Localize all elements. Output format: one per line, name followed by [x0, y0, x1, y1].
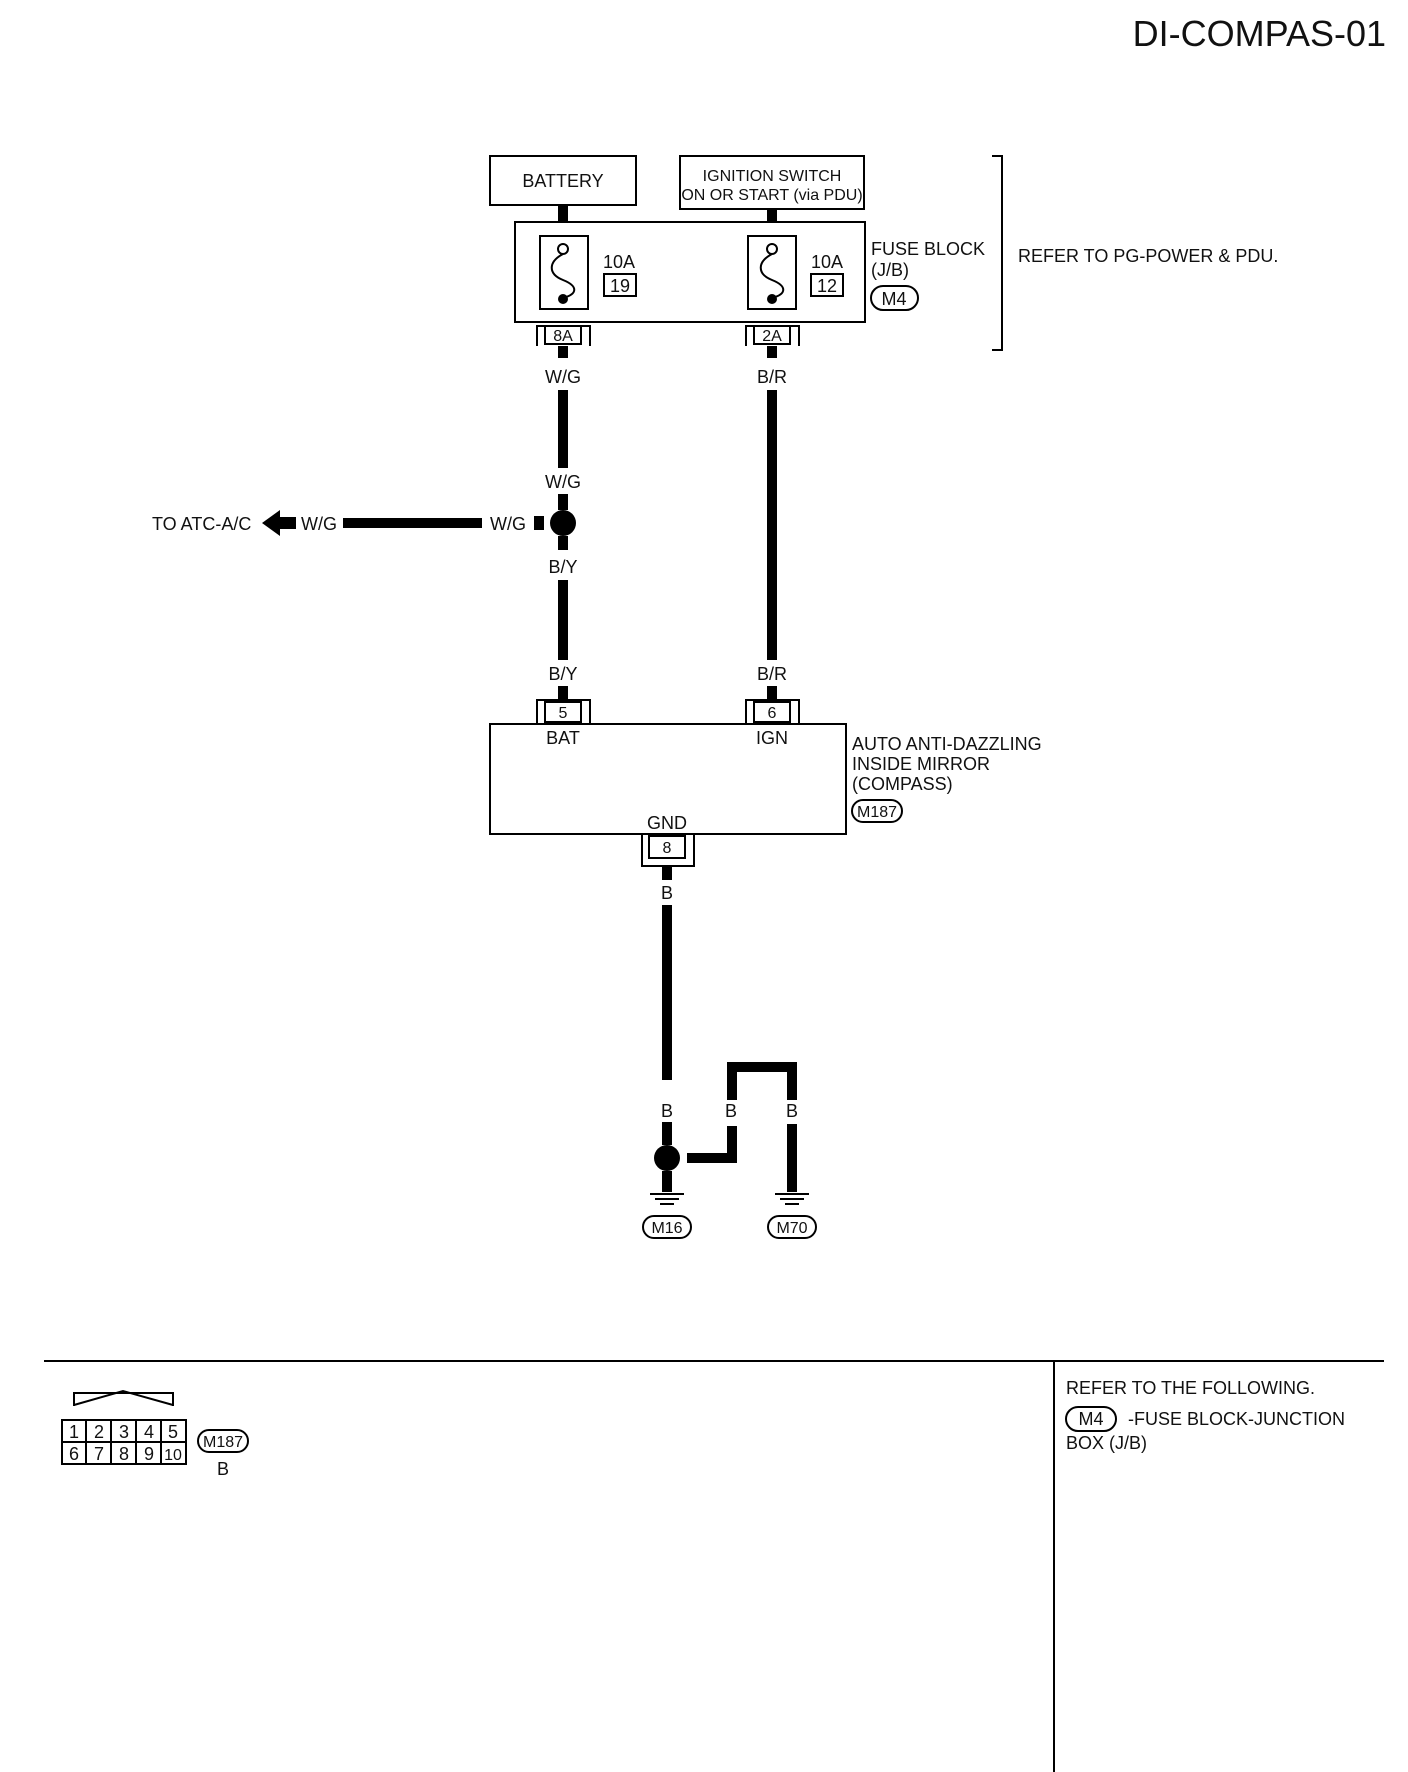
fuse-12-element [759, 253, 785, 299]
reference-m4-badge [1065, 1406, 1117, 1432]
wire-wg-branch-stub [534, 516, 544, 530]
pin-5-box [544, 701, 582, 723]
mirror-label-line1: AUTO ANTI-DAZZLING [852, 734, 1042, 754]
connector-pin-8: 8 [119, 1444, 129, 1464]
wire-b-splice-link [687, 1126, 737, 1163]
fuse-12-top-node [766, 243, 778, 255]
pin-5-bracket [536, 699, 591, 724]
fuse-block-connector: M4 [881, 289, 906, 309]
connector-view-badge [197, 1429, 249, 1453]
ignition-switch-box [679, 155, 865, 210]
m187-connector-badge [851, 799, 903, 823]
mirror-connector: M187 [857, 804, 897, 821]
ground-m16-icon [650, 1193, 684, 1205]
fuse-19-element [550, 253, 576, 299]
page-title: DI-COMPAS-01 [1133, 13, 1386, 54]
connector-pin-7: 7 [94, 1444, 104, 1464]
connector-pin-5: 5 [168, 1422, 178, 1442]
connector-view-id: M187 [203, 1434, 243, 1451]
fuse-12-number-box [810, 273, 844, 297]
reference-desc-line1: -FUSE BLOCK-JUNCTION [1128, 1409, 1345, 1429]
wire-color-b-3: B [725, 1101, 737, 1121]
wire-color-b-1: B [661, 883, 673, 903]
fuse-19-bottom-node [558, 294, 568, 304]
connector-m187-face [61, 1389, 187, 1465]
pin-8-name: GND [647, 813, 687, 833]
ignition-label-line2: ON OR START (via PDU) [681, 187, 862, 204]
connector-pin-10: 10 [164, 1447, 182, 1464]
fuse-12-bottom-node [767, 294, 777, 304]
wire-color-br-2: B/R [757, 664, 787, 684]
battery-box [489, 155, 637, 206]
m4-connector-badge [870, 285, 919, 311]
pin-8-box [648, 835, 686, 859]
wire-color-by-2: B/Y [548, 664, 577, 684]
pin-5-number: 5 [559, 705, 568, 722]
fuse-12-amps: 10A [811, 252, 843, 272]
mirror-unit [489, 723, 847, 835]
ground-m70-icon [775, 1193, 809, 1205]
fuse-19-amps: 10A [603, 252, 635, 272]
terminal-2a-box [753, 325, 791, 345]
pin-6-box [753, 701, 791, 723]
terminal-8a-box [544, 325, 582, 345]
fuse-19-number-box [603, 273, 637, 297]
wire-color-b-4: B [786, 1101, 798, 1121]
connector-pin-1: 1 [69, 1422, 79, 1442]
connector-pin-4: 4 [144, 1422, 154, 1442]
power-bracket [992, 155, 1003, 351]
fuse-19-top-node [557, 243, 569, 255]
reference-desc-line2: BOX (J/B) [1066, 1433, 1147, 1453]
wire-color-wg-3: W/G [490, 514, 526, 534]
terminal-2a: 2A [762, 328, 782, 345]
splice-junction [550, 510, 576, 536]
atc-arrow-icon [262, 510, 296, 536]
wire-color-b-2: B [661, 1101, 673, 1121]
pin-8-number: 8 [663, 840, 672, 857]
connector-pin-9: 9 [144, 1444, 154, 1464]
connector-pin-6: 6 [69, 1444, 79, 1464]
pin-6-number: 6 [768, 705, 777, 722]
ground-m70-label: M70 [776, 1220, 807, 1237]
terminal-8a: 8A [553, 328, 573, 345]
wire-color-by-1: B/Y [548, 557, 577, 577]
fuse-block-label-line1: FUSE BLOCK [871, 239, 985, 259]
connector-pin-2: 2 [94, 1422, 104, 1442]
reference-connector: M4 [1078, 1409, 1103, 1429]
mirror-label-line3: (COMPASS) [852, 774, 953, 794]
fuse-19-number: 19 [610, 276, 630, 296]
ground-m16-badge [642, 1215, 692, 1239]
ground-m70-badge [767, 1215, 817, 1239]
fuse-12-number: 12 [817, 276, 837, 296]
mirror-label-line2: INSIDE MIRROR [852, 754, 990, 774]
wire-b-loop [727, 1062, 797, 1100]
wire-color-br-1: B/R [757, 367, 787, 387]
wire-color-wg-2: W/G [545, 472, 581, 492]
fuse-block-label-line2: (J/B) [871, 260, 909, 280]
pin-6-name: IGN [756, 728, 788, 748]
pin-6-bracket [745, 699, 800, 724]
wire-color-wg-4: W/G [301, 514, 337, 534]
wire-color-wg-1: W/G [545, 367, 581, 387]
atc-label: TO ATC-A/C [152, 514, 251, 534]
ground-splice [654, 1145, 680, 1171]
ignition-label-line1: IGNITION SWITCH [703, 168, 842, 185]
refer-note: REFER TO PG-POWER & PDU. [1018, 246, 1278, 266]
connector-pin-3: 3 [119, 1422, 129, 1442]
references-heading: REFER TO THE FOLLOWING. [1066, 1378, 1315, 1398]
battery-label: BATTERY [522, 171, 603, 191]
pin-5-name: BAT [546, 728, 580, 748]
ground-m16-label: M16 [651, 1220, 682, 1237]
connector-view-color: B [217, 1459, 229, 1479]
